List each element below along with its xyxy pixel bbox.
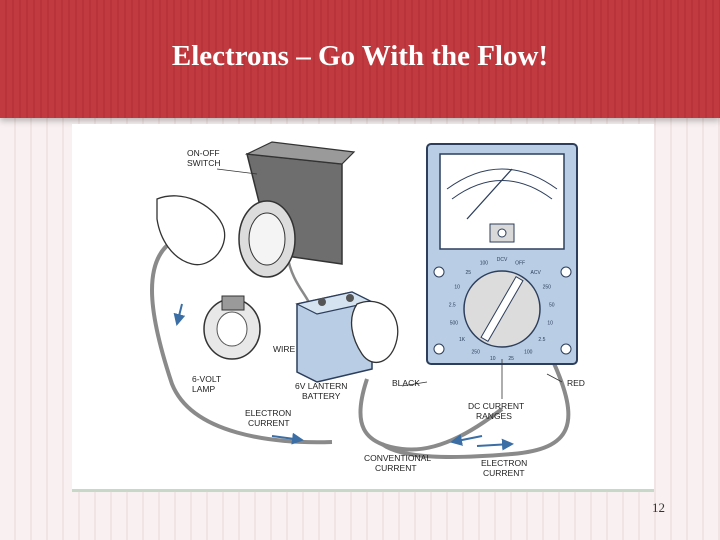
meter-dial-label: 100 xyxy=(480,260,489,266)
meter-dial-label: OFF xyxy=(515,260,525,266)
hand-left xyxy=(156,195,226,266)
wire-switch-to-battery xyxy=(285,253,314,310)
meter-dial-label: 25 xyxy=(466,270,472,276)
label-battery-1: 6V LANTERN xyxy=(295,381,347,391)
meter-dial-label: 25 xyxy=(508,356,514,362)
label-lamp-1: 6-VOLT xyxy=(192,374,221,384)
label-electron-current-right-1: ELECTRON xyxy=(481,458,527,468)
label-on-off-switch-1: ON-OFF xyxy=(187,148,220,158)
label-battery-2: BATTERY xyxy=(302,391,341,401)
arrow-electron-right xyxy=(476,438,514,451)
label-wire: WIRE xyxy=(273,344,296,354)
label-black: BLACK xyxy=(392,378,420,388)
arrow-conventional xyxy=(450,434,483,446)
meter-dial-label: 250 xyxy=(472,350,481,356)
wire-black-lead xyxy=(358,378,504,452)
meter-dial-label: 100 xyxy=(524,350,533,356)
label-conventional-1: CONVENTIONAL xyxy=(364,453,431,463)
circuit-diagram: DCV OFF ACV 250 50 10 2.5 100 25 10 250 1K 500 2.5 10 2… xyxy=(150,141,585,478)
title-bar: Electrons – Go With the Flow! xyxy=(0,0,720,118)
wire-red-lead xyxy=(380,358,571,459)
label-dc-current-2: RANGES xyxy=(476,411,512,421)
meter-dial-label: 250 xyxy=(543,285,552,291)
slide-title: Electrons – Go With the Flow! xyxy=(171,40,549,72)
meter-dial-label: 10 xyxy=(490,356,496,362)
label-red: RED xyxy=(567,378,585,388)
hand-right xyxy=(350,300,399,363)
label-dc-current-1: DC CURRENT xyxy=(468,401,524,411)
diagram-panel: DCV OFF ACV 250 50 10 2.5 100 25 10 250 1K 500 2.5 10 2… xyxy=(72,124,654,492)
lamp xyxy=(203,295,261,360)
meter-dial-label: 2.5 xyxy=(538,337,545,343)
multimeter: DCV OFF ACV 250 50 10 2.5 100 25 10 250 1K 500 2.5 10 2… xyxy=(426,143,578,365)
flashlight-switch xyxy=(238,141,356,278)
meter-dial-label: DCV xyxy=(497,257,508,263)
wire-left-loop xyxy=(150,232,333,445)
meter-dial-label: 500 xyxy=(450,321,459,327)
arrow-electron-left xyxy=(173,303,186,326)
leader-switch xyxy=(216,168,258,175)
meter-dial-labels: DCV OFF ACV 250 50 10 2.5 100 25 10 250 1K 500 2.5 10 2… xyxy=(449,257,555,362)
meter-dial-label: 2.5 xyxy=(449,302,456,308)
arrow-electron-bottom xyxy=(271,432,304,445)
leader-red xyxy=(546,373,563,383)
leader-black xyxy=(401,381,428,387)
label-lamp-2: LAMP xyxy=(192,384,215,394)
meter-dial-label: 10 xyxy=(547,321,553,327)
meter-dial-label: 10 xyxy=(454,285,460,291)
label-electron-current-left-2: CURRENT xyxy=(248,418,290,428)
label-electron-current-left-1: ELECTRON xyxy=(245,408,291,418)
page-number: 12 xyxy=(652,500,665,515)
label-conventional-2: CURRENT xyxy=(375,463,417,473)
meter-dial-label: ACV xyxy=(531,270,542,276)
meter-dial-label: 50 xyxy=(549,302,555,308)
label-electron-current-right-2: CURRENT xyxy=(483,468,525,478)
label-on-off-switch-2: SWITCH xyxy=(187,158,221,168)
meter-dial-label: 1K xyxy=(459,337,466,343)
